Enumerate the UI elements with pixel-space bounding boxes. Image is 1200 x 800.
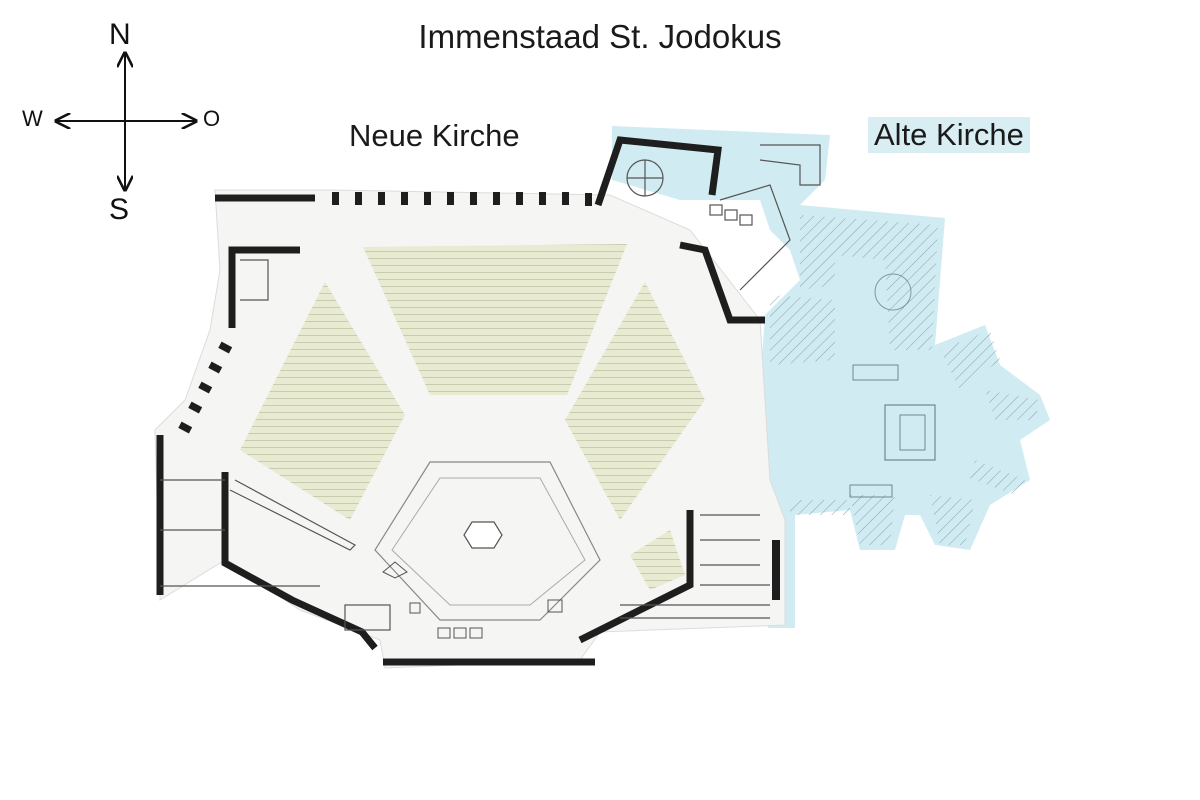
- new-church-wall-posts: [178, 192, 780, 600]
- side-structures: [160, 144, 821, 631]
- compass-north-label: N: [109, 18, 131, 51]
- compass-east-label: O: [203, 106, 221, 131]
- new-church-label: Neue Kirche: [349, 118, 520, 153]
- compass-west-label: W: [22, 106, 43, 131]
- old-church-walls: [770, 215, 1040, 545]
- compass-south-label: S: [109, 193, 130, 226]
- chancel: [374, 461, 601, 639]
- old-church-label: Alte Kirche: [868, 117, 1030, 153]
- compass-rose: [56, 53, 196, 190]
- pew-blocks: [240, 244, 705, 590]
- diagram-title: Immenstaad St. Jodokus: [418, 18, 782, 55]
- new-church-walls: [156, 136, 765, 666]
